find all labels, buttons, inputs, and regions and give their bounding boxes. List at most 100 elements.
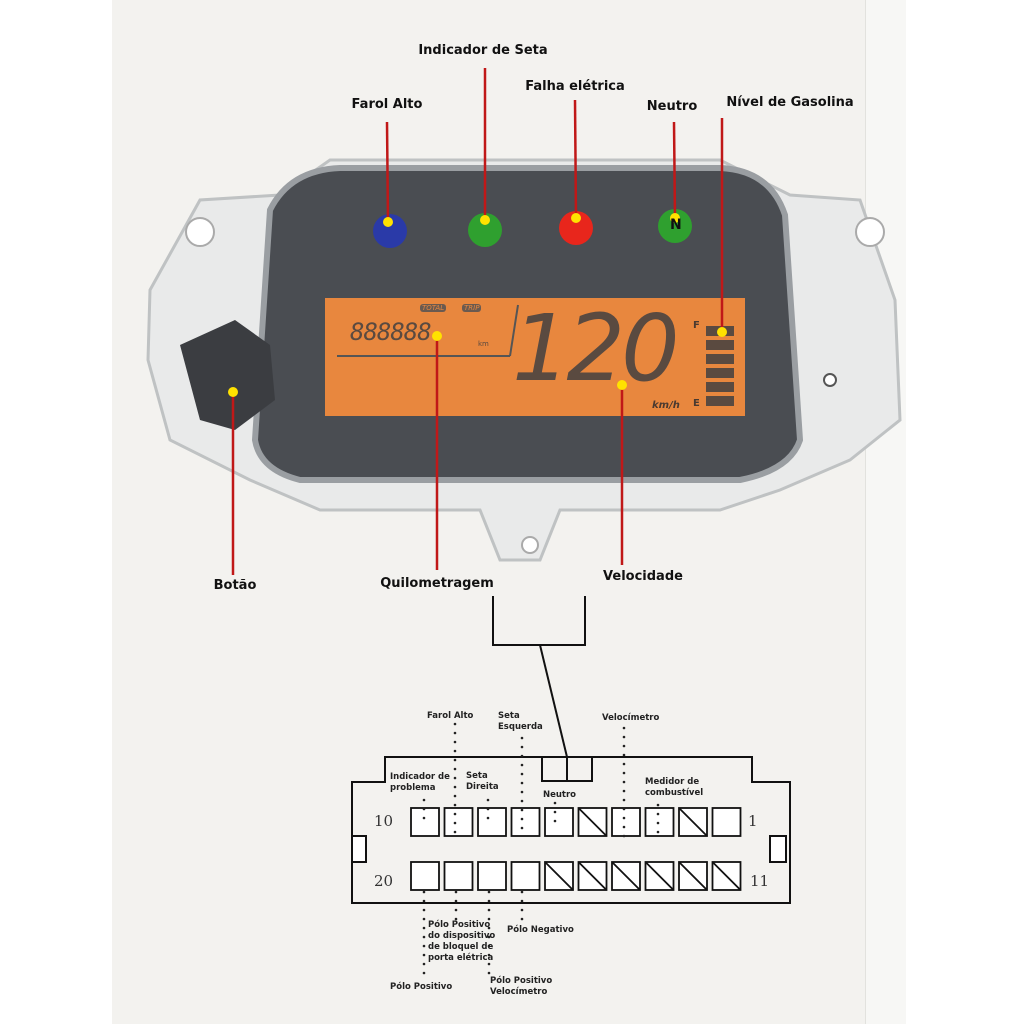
lock-line3: de bloquel de <box>428 942 494 952</box>
leader-dot <box>453 731 457 735</box>
leader-dot <box>422 944 426 948</box>
pin-cell <box>477 861 507 891</box>
pin-cell <box>443 807 474 837</box>
neutral-letter: N <box>670 217 682 233</box>
odometer-value: 888888 <box>350 318 432 346</box>
leader-dot <box>553 810 557 814</box>
label-odometer: Quilometragem <box>380 576 494 591</box>
leader-dot <box>487 971 491 975</box>
leader-dot <box>422 899 426 903</box>
leader-dot <box>520 908 524 912</box>
leader-dot <box>453 821 457 825</box>
pin-label-speedometer: Velocímetro <box>602 713 660 723</box>
leader-dot <box>422 935 426 939</box>
leader-dot <box>453 785 457 789</box>
leader-dot <box>422 807 426 811</box>
pin-label-right-turn-line1: Seta <box>466 771 488 781</box>
lock-line2: do dispositivo <box>428 931 496 941</box>
leader-dot <box>487 917 491 921</box>
pin-label-neutral: Neutro <box>543 790 577 800</box>
leader-dot <box>487 935 491 939</box>
label-button: Botão <box>213 578 257 593</box>
pin-unused-mark <box>678 861 708 891</box>
pin-label-right-turn-line2: Direita <box>466 782 499 792</box>
label-high-beam: Farol Alto <box>351 97 423 112</box>
total-tag: TOTAL <box>420 304 447 312</box>
leader-dot <box>487 908 491 912</box>
leader-dot <box>622 744 626 748</box>
leader-dot <box>520 772 524 776</box>
pin-number-10: 10 <box>374 812 394 830</box>
pin-cell <box>611 807 641 837</box>
connector-body <box>351 756 791 904</box>
leader-dot <box>622 798 626 802</box>
speed-value: 120 <box>512 295 680 402</box>
high-beam-lamp <box>373 214 407 248</box>
leader-dot <box>453 767 457 771</box>
leader-dot <box>453 722 457 726</box>
leader-dot <box>622 807 626 811</box>
leader-dot <box>656 821 660 825</box>
leader-dot <box>520 917 524 921</box>
leader-dot <box>520 799 524 803</box>
pin-label-left-turn-line2: Esquerda <box>498 722 543 732</box>
leader-dot <box>422 798 426 802</box>
leader-dot <box>656 812 660 816</box>
pin-label-high-beam: Farol Alto <box>427 711 474 721</box>
pin-cell <box>510 807 541 837</box>
label-neutral: Neutro <box>646 99 698 114</box>
leader-dot <box>422 908 426 912</box>
leader-dot <box>622 726 626 730</box>
fuel-empty-label: E <box>693 398 700 409</box>
connector-bracket <box>492 596 586 758</box>
pin-unused-mark <box>544 861 574 891</box>
leader-dot <box>520 890 524 894</box>
leader-dot <box>454 917 458 921</box>
label-fuel-level: Nível de Gasolina <box>726 95 854 110</box>
leader-dot <box>656 830 660 834</box>
pin-label-positive: Pólo Positivo <box>390 982 453 992</box>
leader-dot <box>453 830 457 834</box>
leader-dot <box>520 808 524 812</box>
leader-dot <box>520 781 524 785</box>
leader-dot <box>453 740 457 744</box>
leader-dot <box>453 749 457 753</box>
yellow-marker-dots <box>228 213 727 397</box>
trip-tag: TRIP <box>462 304 482 312</box>
pin-label-left-turn-line1: Seta <box>498 711 520 721</box>
leader-dot <box>486 798 490 802</box>
pin-unused-mark <box>678 807 708 837</box>
leader-dot <box>487 953 491 957</box>
leader-dot <box>422 890 426 894</box>
pointer-lines <box>231 68 724 575</box>
pin-unused-mark <box>611 861 641 891</box>
leader-dot <box>520 736 524 740</box>
leader-dot <box>453 776 457 780</box>
pin-unused-mark <box>577 861 608 891</box>
leader-dot <box>622 789 626 793</box>
turn-signal-lamp <box>468 213 502 247</box>
leader-dot <box>520 826 524 830</box>
leader-dot <box>622 825 626 829</box>
leader-dot <box>622 816 626 820</box>
speed-unit: km/h <box>652 400 680 411</box>
pin-label-negative: Pólo Negativo <box>507 925 574 935</box>
leader-dot <box>486 807 490 811</box>
connector-pins <box>410 807 742 891</box>
leader-dot <box>520 817 524 821</box>
leader-dot <box>520 745 524 749</box>
leader-dot <box>487 962 491 966</box>
pin-cell <box>410 861 440 891</box>
leader-dot <box>553 819 557 823</box>
leader-dot <box>656 803 660 807</box>
leader-dot <box>454 908 458 912</box>
leader-dot <box>453 794 457 798</box>
pin-cell <box>644 807 675 837</box>
leader-dot <box>622 834 626 838</box>
leader-dot <box>622 735 626 739</box>
leader-dot <box>454 899 458 903</box>
